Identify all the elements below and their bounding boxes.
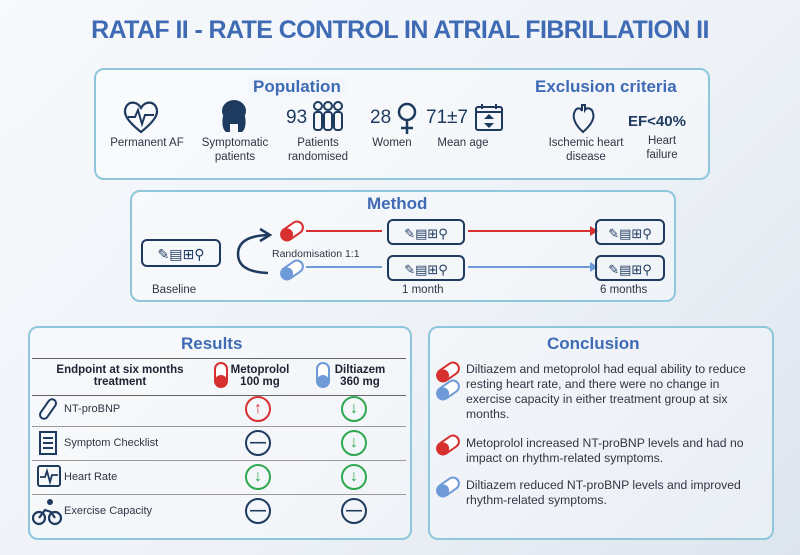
patients-label: Patients randomised (287, 137, 349, 163)
cyclist-icon (31, 499, 63, 526)
heartrate-diltiazem-down-icon: ↓ (341, 464, 367, 490)
people-group-icon (313, 101, 343, 131)
results-header: Results (181, 334, 243, 353)
women-label: Women (372, 137, 412, 149)
row-symptom-label: Symptom Checklist (64, 437, 159, 449)
conclusion-panel (428, 326, 774, 540)
exercise-metoprolol-neutral-icon: — (245, 498, 271, 524)
row-exercise-label: Exercise Capacity (64, 505, 153, 517)
metoprolol-pill-icon (436, 434, 460, 456)
ntprobnp-diltiazem-down-icon: ↓ (341, 396, 367, 422)
metoprolol-pill-icon (280, 220, 304, 242)
method-header: Method (362, 194, 433, 214)
diltiazem-col-pill-icon (316, 362, 330, 388)
mean-age-value: 71±7 (426, 107, 469, 128)
results-table-header (32, 358, 406, 396)
ischemic-label: Ischemic heart disease (548, 137, 624, 163)
calendar-icon (475, 104, 503, 131)
heartrate-metoprolol-down-icon: ↓ (245, 464, 271, 490)
female-icon (397, 102, 417, 134)
checklist-icon (39, 431, 57, 455)
month1-tests-icon-top: ✎▤⊞⚲ (387, 219, 465, 245)
month6-tests-icon-bottom: ✎▤⊞⚲ (595, 255, 665, 281)
timepoint-6months: 6 months (600, 284, 648, 296)
patients-count: 93 (286, 107, 308, 128)
row-heartrate-label: Heart Rate (64, 471, 118, 483)
heart-failure-label: Heart failure (646, 135, 678, 161)
svg-text:✎▤⊞⚲: ✎▤⊞⚲ (608, 227, 652, 242)
svg-text:✎▤⊞⚲: ✎▤⊞⚲ (404, 263, 448, 278)
randomisation-label: Randomisation 1:1 (272, 248, 360, 260)
women-count: 28 (370, 107, 392, 128)
row-divider (32, 460, 406, 461)
conclusion-header: Conclusion (547, 334, 640, 353)
symptomatic-label: Symptomatic patients (201, 137, 269, 163)
population-header: Population (248, 77, 346, 97)
diltiazem-pill-icon (280, 259, 304, 281)
mean-age-label: Mean age (437, 137, 489, 149)
col-diltiazem-header: Diltiazem 360 mg (334, 364, 386, 388)
timepoint-baseline: Baseline (152, 284, 197, 296)
ecg-monitor-icon (37, 465, 61, 487)
symptom-diltiazem-down-icon: ↓ (341, 430, 367, 456)
row-divider (32, 426, 406, 427)
symptom-metoprolol-neutral-icon: — (245, 430, 271, 456)
month6-tests-icon-top: ✎▤⊞⚲ (595, 219, 665, 245)
svg-text:✎▤⊞⚲: ✎▤⊞⚲ (158, 247, 205, 263)
ntprobnp-metoprolol-up-icon: ↑ (245, 396, 271, 422)
timepoint-1month: 1 month (402, 284, 444, 296)
permanent-af-label: Permanent AF (110, 137, 184, 149)
col-metoprolol-header: Metoprolol 100 mg (230, 364, 290, 388)
baseline-tests-icon: ✎▤⊞⚲ (141, 239, 221, 267)
diltiazem-pill-icon (436, 476, 460, 498)
person-icon (222, 100, 246, 132)
month1-tests-icon-bottom: ✎▤⊞⚲ (387, 255, 465, 281)
page-title: RATAF II - RATE CONTROL IN ATRIAL FIBRIL… (91, 16, 709, 44)
svg-text:✎▤⊞⚲: ✎▤⊞⚲ (608, 263, 652, 278)
test-tube-icon (38, 398, 58, 420)
metoprolol-col-pill-icon (214, 362, 228, 388)
exercise-diltiazem-neutral-icon: — (341, 498, 367, 524)
both-drugs-pill-icon (436, 361, 460, 401)
row-divider (32, 494, 406, 495)
conclusion-item-3: Diltiazem reduced NT-proBNP levels and i… (466, 478, 741, 507)
row-ntprobnp-label: NT-proBNP (64, 403, 121, 415)
ef-value: EF<40% (628, 113, 686, 130)
conclusion-item-1: Diltiazem and metoprolol had equal abili… (466, 362, 746, 421)
col-endpoint-header: Endpoint at six months treatment (56, 364, 184, 388)
heart-icon (572, 104, 595, 134)
heart-ecg-icon (123, 101, 159, 134)
conclusion-item-2: Metoprolol increased NT-proBNP levels an… (466, 436, 744, 465)
exclusion-header: Exclusion criteria (530, 77, 682, 97)
svg-text:✎▤⊞⚲: ✎▤⊞⚲ (404, 227, 448, 242)
